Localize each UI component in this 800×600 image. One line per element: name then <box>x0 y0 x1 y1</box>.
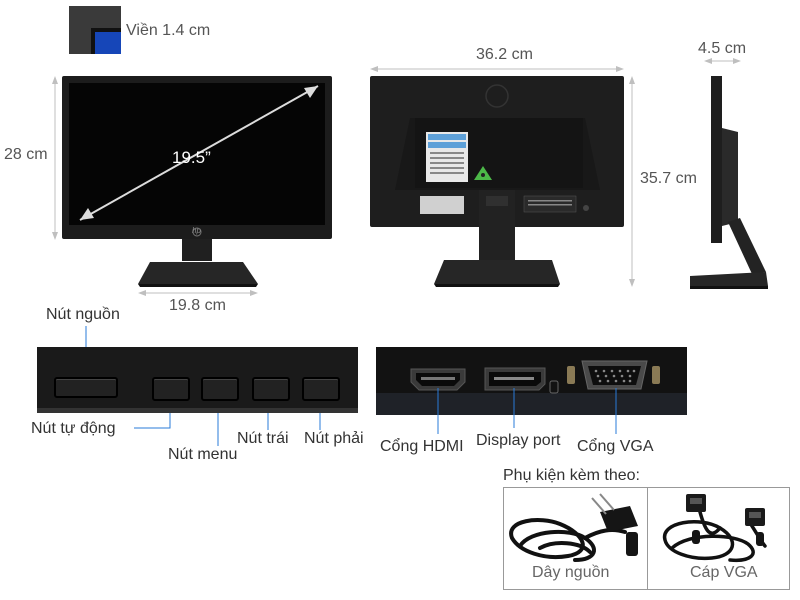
displayport-label: Display port <box>476 432 561 449</box>
power-button <box>54 377 118 398</box>
right-button-label: Nút phải <box>304 430 364 447</box>
hdmi-label: Cổng HDMI <box>380 438 464 455</box>
bezel-screen-corner <box>95 32 121 54</box>
bezel-inner-edge <box>91 28 121 32</box>
back-width-label: 36.2 cm <box>476 46 533 63</box>
diagonal-arrow <box>79 85 319 221</box>
button-panel-edge <box>37 408 358 413</box>
menu-button <box>201 377 239 401</box>
vga-connector-icon <box>686 494 765 546</box>
power-cable-image <box>509 518 627 562</box>
base-width-label: 19.8 cm <box>169 297 226 314</box>
back-monitor <box>370 76 624 287</box>
front-height-dim <box>52 76 58 240</box>
accessories-box <box>503 487 790 590</box>
vga-port <box>567 360 660 390</box>
vga-label: Cổng VGA <box>577 438 654 455</box>
lock-slot <box>549 380 559 394</box>
side-depth-dim <box>704 58 741 64</box>
power-button-label: Nút nguồn <box>46 306 120 323</box>
vga-cable-label: Cáp VGA <box>690 564 758 581</box>
left-button-label: Nút trái <box>237 430 289 447</box>
side-depth-label: 4.5 cm <box>698 40 747 57</box>
back-height-label: 35.7 cm <box>640 170 697 187</box>
auto-button <box>152 377 190 401</box>
back-width-dim <box>370 66 624 72</box>
side-monitor <box>690 76 768 289</box>
bezel-closeup <box>69 6 121 54</box>
diagonal-size-label: 19.5” <box>172 148 211 167</box>
back-height-dim <box>629 76 635 287</box>
power-plug-icon <box>591 493 638 556</box>
ports-panel-base <box>376 393 687 415</box>
accessories-title: Phụ kiện kèm theo: <box>503 467 640 484</box>
front-height-label: 28 cm <box>4 146 48 163</box>
hp-logo: hp <box>192 226 201 235</box>
port-leader-lines <box>437 388 617 434</box>
accessories-divider <box>647 487 648 590</box>
left-button <box>252 377 290 401</box>
displayport-port <box>484 367 546 391</box>
hdmi-port <box>410 368 466 391</box>
power-cable-label: Dây nguồn <box>532 564 610 581</box>
menu-button-label: Nút menu <box>168 446 238 463</box>
auto-button-label: Nút tự động <box>31 420 116 437</box>
right-button <box>302 377 340 401</box>
base-width-dim <box>138 290 258 296</box>
bezel-inner-edge-v <box>91 28 95 54</box>
bezel-label: Viền 1.4 cm <box>126 22 211 39</box>
